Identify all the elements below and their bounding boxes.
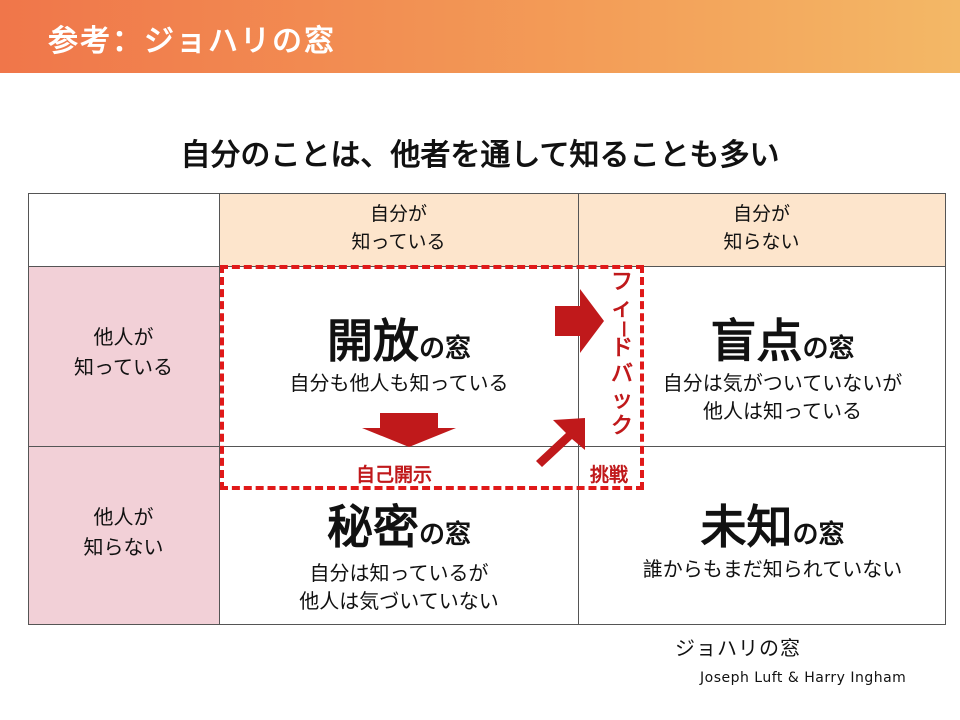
row-header-known-line1: 他人が — [93, 325, 154, 349]
column-header-known-line1: 自分が — [369, 203, 427, 225]
row-header-unknown: 他人が 知らない — [28, 446, 219, 624]
slide-subtitle: 自分のことは、他者を通して知ることも多い — [180, 138, 780, 173]
unknown-window-main: 未知 — [700, 500, 793, 554]
hidden-window-main: 秘密 — [326, 500, 419, 554]
hidden-window-title: 秘密の窓 — [220, 491, 578, 557]
grid-line — [28, 193, 946, 194]
blind-window-suffix: の窓 — [802, 334, 855, 364]
challenge-arrow-diagonal — [536, 418, 585, 467]
diagram-caption: ジョハリの窓 — [675, 636, 801, 660]
unknown-window: 未知の窓 誰からもまだ知られていない — [600, 447, 945, 624]
column-header-unknown-line2: 知らない — [723, 231, 800, 253]
blind-window-main: 盲点 — [710, 314, 803, 368]
feedback-char: ィ — [610, 296, 633, 321]
grid-line — [578, 193, 579, 625]
column-header-unknown-line1: 自分が — [732, 203, 790, 225]
self-disclosure-label: 自己開示 — [356, 464, 433, 486]
grid-line — [28, 624, 946, 625]
diagram-credit: Joseph Luft & Harry Ingham — [700, 670, 907, 686]
grid-line — [945, 193, 946, 625]
row-header-known-line2: 知っている — [74, 355, 173, 379]
blind-window-desc-line2: 他人は知っている — [703, 399, 862, 423]
column-header-unknown: 自分が 知らない — [578, 193, 945, 266]
feedback-char: フ — [610, 270, 633, 295]
column-header-known: 自分が 知っている — [219, 193, 578, 266]
hidden-window-desc-line1: 自分は知っているが — [309, 561, 489, 585]
feedback-char: ッ — [610, 388, 633, 413]
open-window-main: 開放 — [326, 314, 419, 368]
page-title: 参考：ジョハリの窓 — [48, 24, 336, 59]
challenge-label: 挑戦 — [590, 464, 629, 486]
feedback-label: フ ィ ー ド バ ッ ク — [606, 270, 638, 440]
feedback-arrow-right — [555, 289, 604, 353]
blind-window-title: 盲点の窓 — [620, 305, 945, 371]
hidden-window: 秘密の窓 自分は知っているが 他人は気づいていない — [220, 447, 578, 624]
unknown-window-suffix: の窓 — [792, 520, 845, 550]
unknown-window-desc: 誰からもまだ知られていない — [642, 557, 903, 581]
column-header-known-line2: 知っている — [351, 231, 446, 253]
hidden-window-desc-line2: 他人は気づいていない — [299, 589, 499, 613]
header-banner: 参考：ジョハリの窓 — [0, 0, 960, 73]
corner-cell — [28, 193, 219, 266]
row-header-unknown-line2: 知らない — [83, 535, 164, 559]
self-disclosure-arrow-down — [362, 413, 456, 447]
feedback-char: ク — [610, 414, 633, 439]
open-window: 開放の窓 自分も他人も知っている — [220, 267, 578, 446]
open-window-desc: 自分も他人も知っている — [289, 371, 509, 395]
row-header-unknown-line1: 他人が — [93, 505, 154, 529]
open-window-title: 開放の窓 — [220, 305, 578, 371]
grid-line — [28, 193, 29, 625]
blind-window-desc-line1: 自分は気がついていないが — [662, 371, 903, 395]
grid-line — [219, 193, 220, 625]
open-window-suffix: の窓 — [418, 334, 471, 364]
unknown-window-title: 未知の窓 — [600, 491, 945, 557]
grid-line — [28, 446, 946, 447]
feedback-char: ー — [612, 320, 633, 338]
hidden-window-suffix: の窓 — [418, 520, 471, 550]
blind-window: 盲点の窓 自分は気がついていないが 他人は知っている — [620, 267, 945, 446]
dashed-boundary — [220, 265, 644, 490]
feedback-char: バ — [610, 362, 633, 387]
feedback-char: ド — [610, 336, 633, 361]
row-header-known: 他人が 知っている — [28, 266, 219, 446]
